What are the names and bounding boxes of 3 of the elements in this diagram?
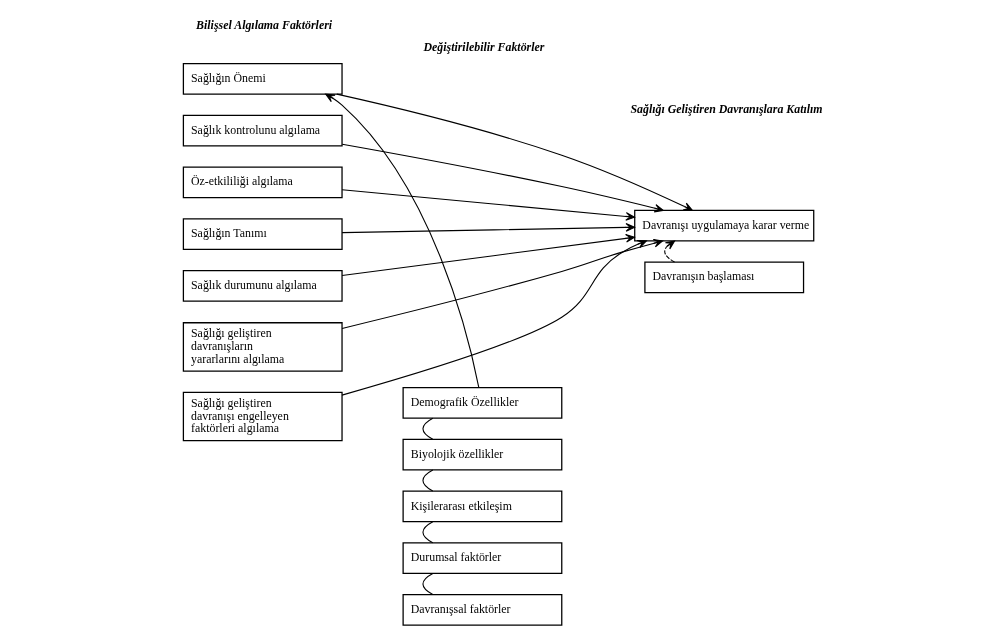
label: Değiştirilebilir Faktörler [422,39,544,54]
label: Bilişsel Algılama Faktörleri [195,18,332,33]
label: Sağlığı Geliştiren Davranışlara Katılım [629,102,823,117]
